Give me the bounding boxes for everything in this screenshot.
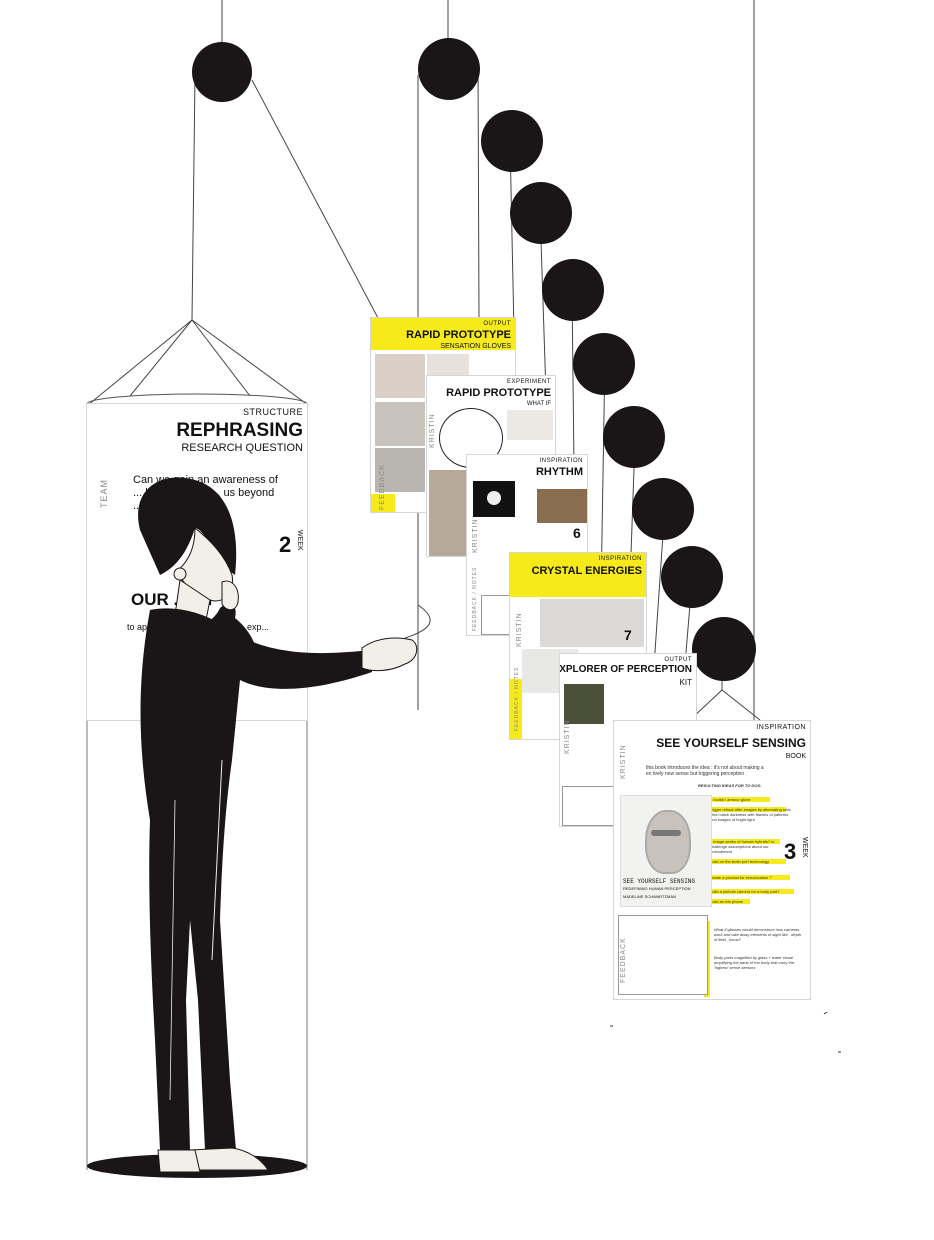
week-number: 3 (784, 839, 797, 864)
idea-item: create a product for echolocation ? (710, 875, 772, 880)
hand-photo (507, 410, 553, 440)
card-category: EXPERIMENT (506, 379, 551, 385)
pulley-disc (192, 42, 252, 102)
ideas-heading: RESULTING IDEAS FOR TO DOS: (698, 783, 762, 788)
card-category: INSPIRATION (539, 458, 583, 464)
idea-item: a image series of human hybrids? to chal… (710, 839, 775, 854)
week-number: 2 (279, 532, 292, 557)
glove-photo (375, 402, 425, 446)
idea-item: build an ear phone (710, 899, 744, 904)
card-title: RAPID PROTOTYPE (446, 387, 551, 399)
card-category: OUTPUT (483, 321, 511, 327)
forest-photo (564, 684, 604, 724)
card-category: OUTPUT (664, 657, 692, 663)
idea-item: build a pinhole camera for a body part? (710, 889, 780, 894)
shell-photo (429, 470, 471, 556)
notes-box (562, 786, 614, 826)
card-title: RAPID PROTOTYPE (406, 329, 511, 341)
pulley-disc (603, 406, 665, 468)
card-subtitle: WHAT IF (526, 401, 551, 407)
see-yourself-sensing-card: INSPIRATION SEE YOURSELF SENSING BOOK KR… (614, 721, 810, 999)
week-number: 6 (573, 525, 581, 541)
intro-text: this book introduces the idea : it's not… (646, 765, 764, 777)
white-disc (487, 491, 501, 505)
book-subtitle: REDEFINING HUMAN PERCEPTION (623, 886, 691, 891)
book-cover: SEE YOURSELF SENSING REDEFINING HUMAN PE… (620, 795, 712, 907)
pulley-disc (632, 478, 694, 540)
pulley-disc (692, 617, 756, 681)
card-subtitle: KIT (679, 678, 692, 687)
pulley-disc (481, 110, 543, 172)
card-category: STRUCTURE (243, 407, 303, 417)
card-category: INSPIRATION (598, 556, 642, 562)
card-title: REPHRASING (176, 420, 303, 441)
card-title: EXPLORER OF PERCEPTION (560, 664, 692, 675)
idea-item: build on the brain port technology (710, 859, 770, 864)
glove-photo (375, 448, 425, 492)
book-author: MADELINE SCHWARTZMAN (623, 894, 676, 899)
pulley-disc (661, 546, 723, 608)
glove-photo (375, 354, 425, 398)
crystal-photo (540, 599, 644, 647)
idea-item: trigger retinal after-images by alternat… (710, 807, 791, 822)
crystal-energies-card: INSPIRATION CRYSTAL ENERGIES 7 KRISTIN F… (510, 553, 646, 739)
question-text: What if glasses would deconstruct how ca… (714, 927, 802, 942)
card-subtitle: RESEARCH QUESTION (181, 442, 303, 454)
card-subtitle: BOOK (785, 753, 806, 760)
card-category: INSPIRATION (756, 724, 806, 731)
feedback-box (618, 915, 708, 995)
pulley-disc (418, 38, 480, 100)
card-title: RHYTHM (535, 466, 583, 478)
idea-item: a toolkit / armour glove (710, 797, 751, 802)
question-text: Body parts magnified by glass + water vi… (714, 955, 795, 970)
week-number: 7 (624, 627, 632, 643)
pulley-disc (510, 182, 572, 244)
performance-photo (537, 489, 587, 523)
card-title: CRYSTAL ENERGIES (531, 565, 642, 577)
card-subtitle: SENSATION GLOVES (440, 343, 511, 350)
card-title: SEE YOURSELF SENSING (656, 736, 806, 750)
pulley-disc (573, 333, 635, 395)
book-eyes (651, 830, 681, 836)
book-title: SEE YOURSELF SENSING (623, 878, 696, 885)
book-face (645, 810, 691, 874)
pulley-disc (542, 259, 604, 321)
